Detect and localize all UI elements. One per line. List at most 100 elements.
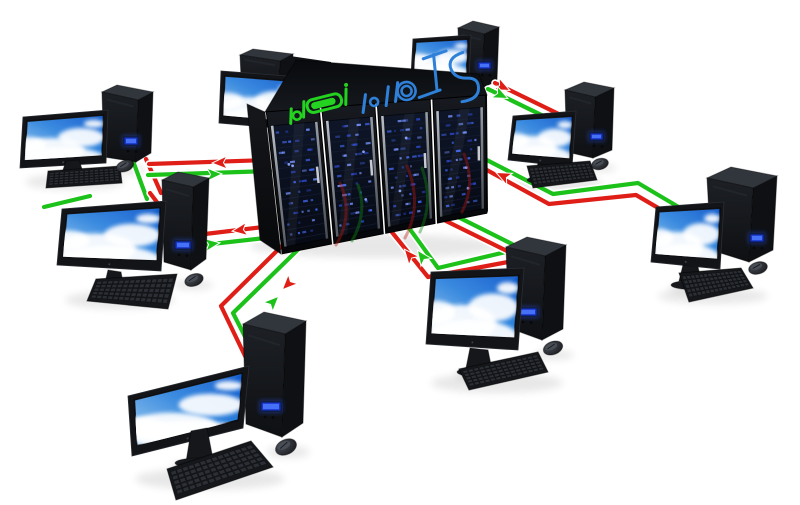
key xyxy=(74,175,79,179)
key xyxy=(694,274,700,279)
key xyxy=(497,369,504,373)
mouse-seam xyxy=(752,264,761,269)
lcd-screen xyxy=(752,235,762,241)
key xyxy=(195,482,203,488)
green-line xyxy=(41,193,93,210)
key xyxy=(227,460,236,467)
key xyxy=(473,367,480,372)
key xyxy=(129,279,136,284)
screen-clouds xyxy=(431,282,519,338)
key xyxy=(485,368,492,373)
key xyxy=(524,363,531,367)
door-frame-right xyxy=(370,116,381,229)
rack-unit-divider xyxy=(331,147,372,153)
key xyxy=(533,181,538,185)
key xyxy=(714,280,721,284)
server-rack-2 xyxy=(321,103,384,245)
server-rack-4 xyxy=(432,94,488,224)
red-arrowhead xyxy=(281,272,300,291)
key xyxy=(240,456,249,463)
server-led-row xyxy=(334,165,340,168)
key xyxy=(715,272,722,276)
server-rack-1 xyxy=(265,107,333,255)
workstation-top-left xyxy=(19,84,155,189)
server-led-row xyxy=(302,230,307,234)
cloud xyxy=(62,230,90,251)
reset-button xyxy=(134,150,138,153)
key xyxy=(711,272,717,277)
server-led-row xyxy=(352,143,358,146)
server-led-row xyxy=(467,139,473,143)
key xyxy=(99,168,104,172)
keyboard xyxy=(678,267,754,303)
reset-button xyxy=(271,416,275,419)
key xyxy=(722,286,728,291)
key xyxy=(563,165,569,169)
glass-reflection xyxy=(338,118,360,237)
key xyxy=(704,277,710,282)
key xyxy=(476,373,483,378)
rack-unit-divider xyxy=(286,232,325,241)
mouse xyxy=(115,159,135,173)
key xyxy=(554,178,560,182)
key xyxy=(111,284,118,288)
key xyxy=(737,280,744,284)
rack-unit-divider xyxy=(389,186,428,194)
door-handle xyxy=(423,152,427,169)
server-led-row xyxy=(355,211,360,214)
key xyxy=(108,292,115,296)
key xyxy=(170,469,177,476)
key xyxy=(702,273,709,278)
door-frame-right xyxy=(314,121,329,239)
key xyxy=(500,375,507,380)
key xyxy=(547,169,553,173)
key xyxy=(134,279,141,284)
key xyxy=(706,281,712,286)
key xyxy=(137,288,144,293)
key xyxy=(134,297,141,302)
key xyxy=(566,174,572,178)
key xyxy=(586,166,592,170)
monitor-logo xyxy=(108,263,111,266)
key xyxy=(517,361,524,365)
door-handle xyxy=(315,166,320,184)
key xyxy=(158,293,165,298)
key xyxy=(89,172,94,175)
key xyxy=(220,473,229,480)
key xyxy=(179,477,187,483)
key xyxy=(199,475,207,482)
key xyxy=(529,167,535,172)
key xyxy=(48,182,54,186)
key xyxy=(556,168,561,172)
glyph-stroke xyxy=(432,53,439,92)
key xyxy=(207,462,215,469)
rack-unit-divider xyxy=(275,133,316,139)
key xyxy=(567,177,573,181)
server-led-row xyxy=(392,204,397,208)
key xyxy=(536,177,542,181)
key xyxy=(177,472,185,479)
key xyxy=(125,292,132,297)
key xyxy=(546,179,551,183)
key xyxy=(201,464,209,471)
key xyxy=(553,175,559,179)
key xyxy=(585,175,590,179)
key xyxy=(585,163,590,167)
glyph-stroke xyxy=(448,50,481,104)
rack-unit-divider xyxy=(385,131,426,137)
key xyxy=(68,181,74,185)
key xyxy=(583,172,589,176)
key xyxy=(527,369,534,374)
key xyxy=(243,460,252,467)
red-line xyxy=(443,218,512,255)
key xyxy=(565,171,571,175)
cloud xyxy=(84,119,104,128)
server-led-row xyxy=(285,191,291,195)
key xyxy=(552,172,558,176)
tower-side xyxy=(135,91,154,163)
key xyxy=(252,462,261,469)
key xyxy=(700,290,707,295)
key xyxy=(228,450,237,456)
glass-reflection xyxy=(286,122,305,247)
server-led-row xyxy=(338,204,343,207)
